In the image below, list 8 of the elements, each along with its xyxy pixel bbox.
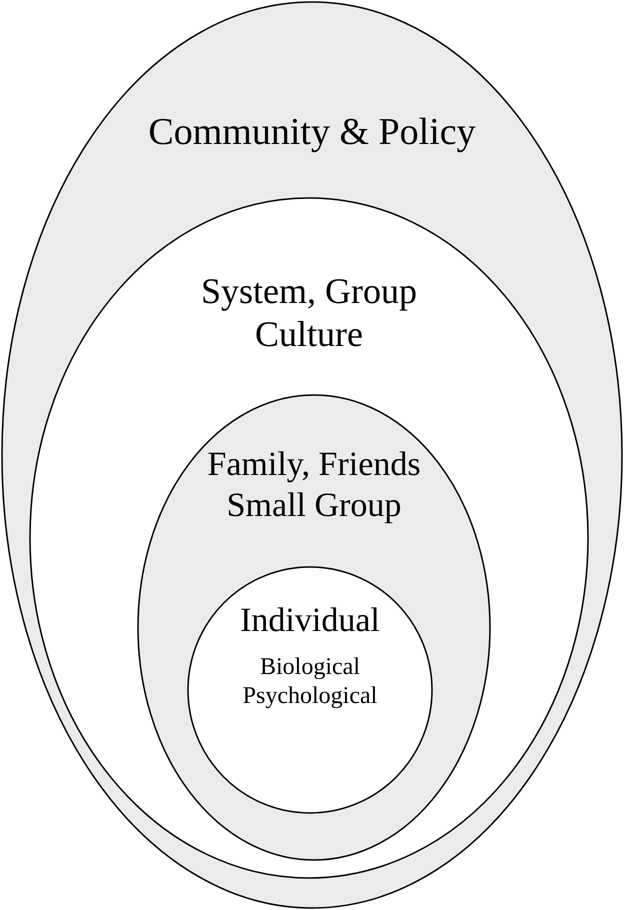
level-label: Family, Friends Small Group bbox=[206, 445, 422, 526]
level-label: Individual bbox=[239, 601, 381, 641]
level-label: System, Group Culture bbox=[200, 270, 418, 356]
level-label: Community & Policy bbox=[147, 110, 477, 155]
inner-ellipse bbox=[138, 395, 490, 860]
middle-ellipse bbox=[30, 198, 588, 878]
core-circle bbox=[188, 567, 432, 813]
level-sublabel: Biological Psychological bbox=[242, 653, 378, 711]
